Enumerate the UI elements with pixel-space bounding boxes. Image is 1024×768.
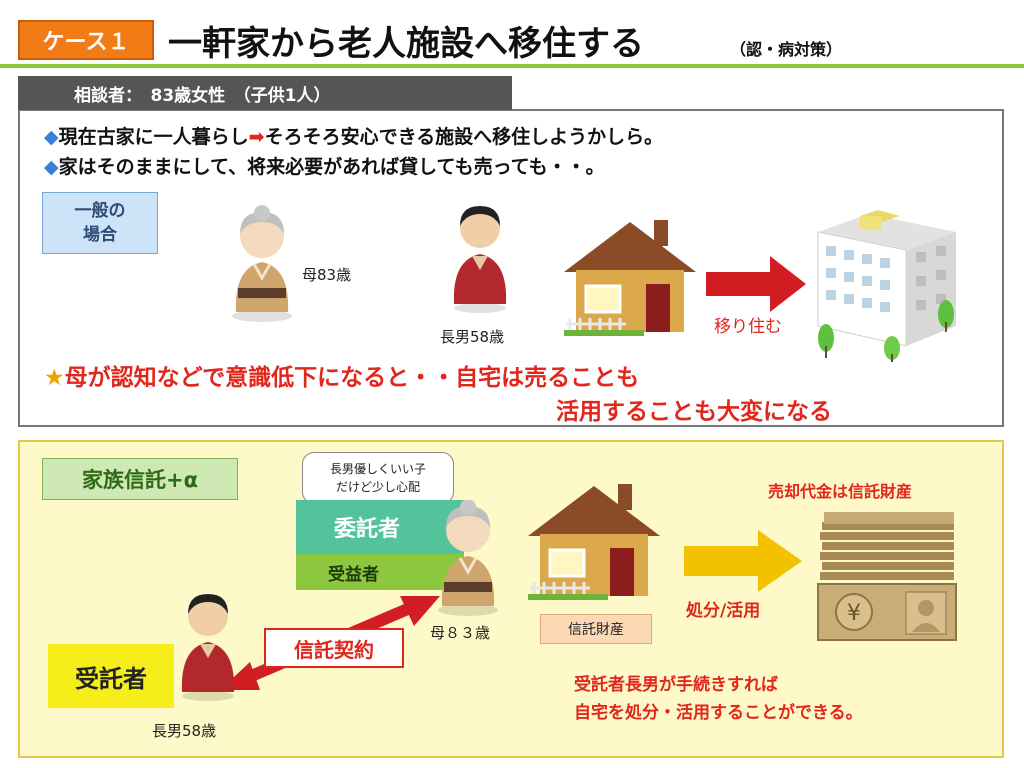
right-arrow-icon: ➡ xyxy=(248,126,265,148)
son-figure xyxy=(181,594,235,701)
son-caption: 長男58歳 xyxy=(152,722,217,740)
mother-caption: 母83歳 xyxy=(302,266,352,284)
mother-figure xyxy=(232,205,292,322)
consultant-tab: 相談者： 83歳女性 （子供1人） xyxy=(18,76,512,110)
case-badge: ケース１ xyxy=(18,20,154,60)
speech-bubble: 長男優しくいい子 だけど少し心配 xyxy=(302,452,454,504)
title-note: （認・病対策） xyxy=(730,40,843,59)
house-icon xyxy=(564,220,696,336)
mother-caption: 母８３歳 xyxy=(430,624,491,642)
settlor-label: 委託者 xyxy=(296,500,464,554)
care-facility-icon xyxy=(817,210,956,362)
diamond-icon: ◆ xyxy=(44,156,59,178)
proceeds-caption: 売却代金は信託財産 xyxy=(768,482,913,501)
title-divider xyxy=(0,64,1024,68)
star-icon: ★ xyxy=(44,365,65,391)
warning-line-1: ★母が認知などで意識低下になると・・自宅は売ることも xyxy=(44,365,640,391)
family-trust-label: 家族信託+α xyxy=(42,458,238,500)
right-arrow-icon xyxy=(706,256,806,312)
right-arrow-icon xyxy=(684,530,802,592)
result-line-1: 受託者長男が手続きすれば xyxy=(574,675,778,695)
son-caption: 長男58歳 xyxy=(440,328,505,346)
yen-bills-icon: ¥ xyxy=(817,512,957,641)
situation-bullet-1: ◆現在古家に一人暮らし➡そろそろ安心できる施設へ移住しようかしら。 xyxy=(44,126,664,148)
svg-text:¥: ¥ xyxy=(847,601,861,626)
result-line-2: 自宅を処分・活用することができる。 xyxy=(574,703,863,723)
move-caption: 移り住む xyxy=(714,317,782,337)
house-icon xyxy=(528,484,660,600)
dispose-caption: 処分/活用 xyxy=(686,601,761,621)
trust-property-label: 信託財産 xyxy=(540,614,652,644)
mother-figure xyxy=(438,500,498,616)
page-title: 一軒家から老人施設へ移住する xyxy=(168,24,644,64)
warning-line-2: 活用することも大変になる xyxy=(556,399,832,425)
son-figure xyxy=(453,206,507,313)
diamond-icon: ◆ xyxy=(44,126,59,148)
trust-contract-label: 信託契約 xyxy=(264,628,404,668)
trustee-label: 受託者 xyxy=(48,644,174,708)
situation-bullet-2: ◆家はそのままにして、将来必要があれば貸しても売っても・・。 xyxy=(44,156,605,178)
general-case-label: 一般の 場合 xyxy=(42,192,158,254)
beneficiary-label: 受益者 xyxy=(296,554,464,590)
